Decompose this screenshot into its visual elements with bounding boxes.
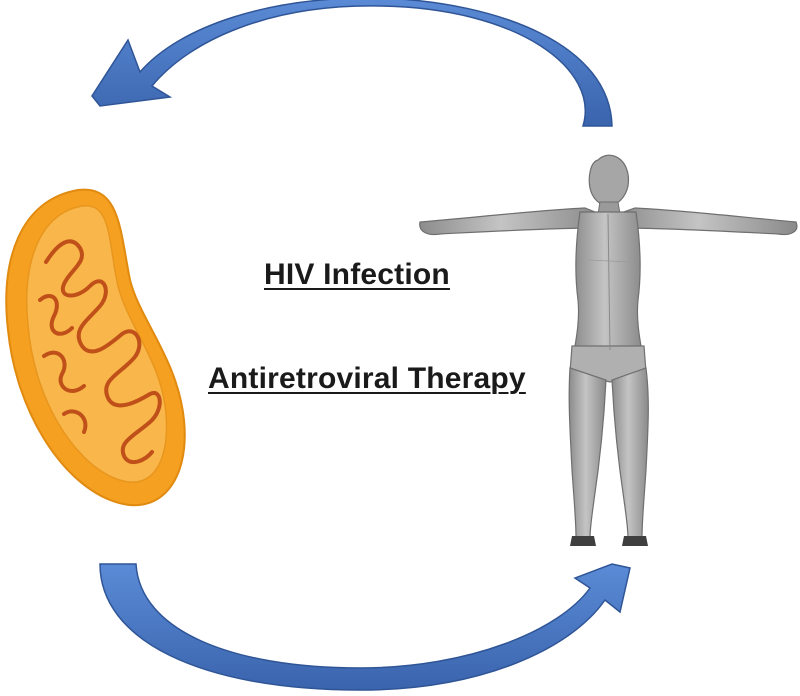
curved-arrow-right-icon bbox=[99, 563, 631, 691]
mitochondrion-icon bbox=[5, 188, 186, 507]
label-antiretroviral-therapy: Antiretroviral Therapy bbox=[208, 362, 526, 395]
label-hiv-infection: HIV Infection bbox=[264, 258, 450, 291]
human-figure-icon bbox=[419, 154, 798, 546]
curved-arrow-left-icon bbox=[91, 0, 613, 127]
